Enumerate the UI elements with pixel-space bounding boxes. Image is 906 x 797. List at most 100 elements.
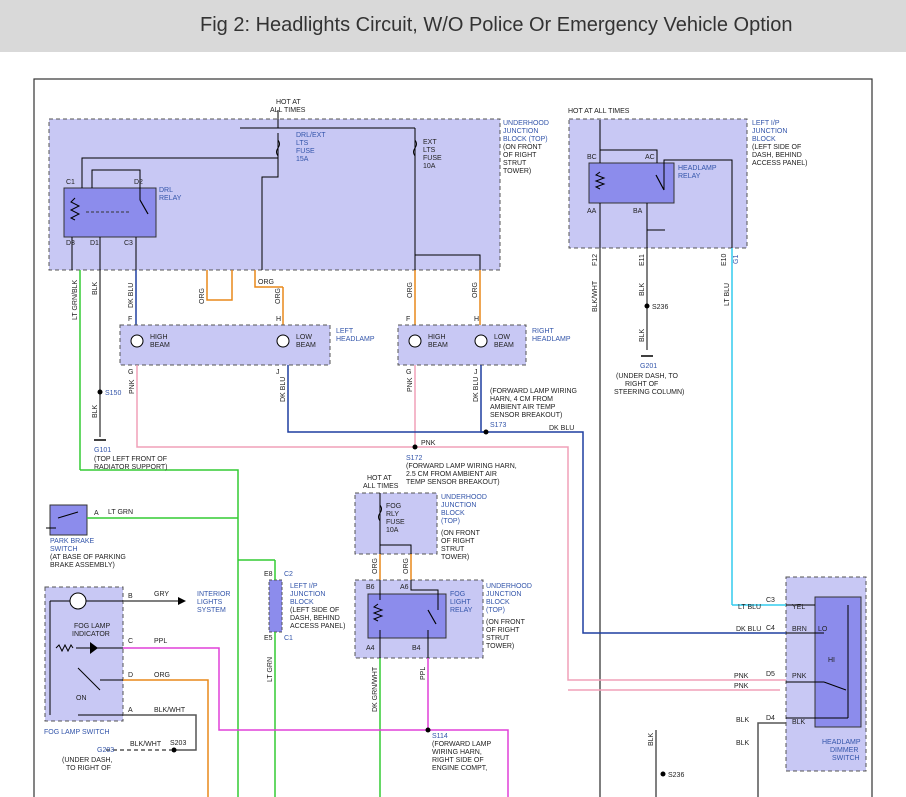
pin-aa: AA: [587, 208, 597, 215]
ground-g203: G203: [97, 747, 114, 754]
dimmer-lo: LO: [818, 626, 828, 633]
fog-switch-on: ON: [76, 695, 87, 702]
fog-lamp-switch-label: FOG LAMP SWITCH: [44, 729, 110, 736]
wire-lt-grn-blk: LT GRN/BLK: [72, 279, 79, 320]
pin-f-left: F: [128, 316, 132, 323]
headlamp-relay-coil-icon: [594, 171, 606, 190]
fog-hot-label-2: ALL TIMES: [363, 483, 399, 490]
fog-switch-contact-icon: [77, 667, 101, 691]
wire-pnk-5: PNK: [734, 683, 749, 690]
s172-location: (FORWARD LAMP WIRING HARN,2.5 CM FROM AM…: [406, 463, 517, 486]
pin-bc: BC: [587, 154, 597, 161]
wire-org-4: ORG: [407, 282, 414, 298]
left-low-beam-bulb-icon: [276, 334, 290, 348]
pin-e8: E8: [264, 571, 273, 578]
ground-g201: G201: [640, 363, 657, 370]
wire-lt-blu: LT BLU: [724, 283, 731, 306]
wire-lt-grn: LT GRN: [108, 509, 133, 516]
pin-g-right: G: [406, 369, 411, 376]
splice-s236b: S236: [668, 772, 684, 779]
wire-dk-blu-3: DK BLU: [473, 377, 480, 402]
pin-ba: BA: [633, 208, 643, 215]
wire-dk-blu: DK BLU: [128, 283, 135, 308]
ground-g203-location: (UNDER DASH,TO RIGHT OF: [62, 757, 113, 772]
splice-s236: S236: [652, 304, 668, 311]
pin-c3-dimmer: C3: [766, 597, 775, 604]
wire-lt-grn-2: LT GRN: [267, 657, 274, 682]
pin-h-left: H: [276, 316, 281, 323]
pin-d2: D2: [134, 179, 143, 186]
splice-s114-icon: [425, 727, 431, 733]
fog-indicator-bulb-icon: [69, 592, 87, 610]
pin-c3: C3: [124, 240, 133, 247]
pin-f-right: F: [406, 316, 410, 323]
pin-a-fog: A: [128, 707, 133, 714]
wire-pnk-4: PNK: [734, 673, 749, 680]
headlamp-relay-contact-icon: [655, 174, 665, 191]
wire-gry: GRY: [154, 591, 169, 598]
pin-f12: F12: [592, 254, 599, 266]
hot-label: HOT AT: [276, 99, 301, 106]
right-low-beam-bulb-icon: [474, 334, 488, 348]
wire-blk: BLK: [92, 281, 99, 295]
title-bar: Fig 2: Headlights Circuit, W/O Police Or…: [0, 0, 906, 52]
wire-lt-blu-2: LT BLU: [738, 604, 761, 611]
pin-a-park: A: [94, 510, 99, 517]
dimmer-wire-blk: BLK: [792, 719, 806, 726]
wire-blk-2: BLK: [639, 282, 646, 296]
wire-pnk-2: PNK: [407, 377, 414, 392]
pin-j-left: J: [276, 369, 280, 376]
pin-g-left: G: [128, 369, 133, 376]
pin-c1: C1: [66, 179, 75, 186]
fog-fuse-icon: [378, 504, 382, 522]
pin-b6: B6: [366, 584, 375, 591]
page-title: Fig 2: Headlights Circuit, W/O Police Or…: [200, 14, 793, 36]
wire-blk-7: BLK: [648, 732, 655, 746]
ext-lts-fuse-icon: [413, 139, 417, 157]
wire-ppl: PPL: [420, 667, 427, 680]
fog-relay-coil-icon: [372, 603, 384, 622]
ground-g101: G101: [94, 447, 111, 454]
fog-fuse-junction-block: [354, 492, 438, 555]
wire-org-6: ORG: [372, 558, 379, 574]
hot-all-times-label: HOT AT ALL TIMES: [568, 108, 630, 115]
pin-d5-dimmer: D5: [766, 671, 775, 678]
dimmer-switch-body: [814, 596, 862, 728]
fog-lamp-switch: [44, 586, 124, 722]
wire-org-2: ORG: [258, 279, 274, 286]
wire-dk-blu-4: DK BLU: [549, 425, 574, 432]
pin-j-right: J: [474, 369, 478, 376]
splice-s173: S173: [490, 422, 506, 429]
drl-relay-coil-icon: [69, 197, 81, 221]
wire-org-5: ORG: [472, 282, 479, 298]
pin-d1: D1: [90, 240, 99, 247]
drl-relay-contact-icon: [139, 199, 149, 215]
connector-c2: C2: [284, 571, 293, 578]
splice-s236b-icon: [660, 771, 666, 777]
pin-d3: D3: [66, 240, 75, 247]
left-headlamp: [119, 324, 331, 366]
wire-blk-3: BLK: [639, 328, 646, 342]
wire-pnk-1: PNK: [129, 379, 136, 394]
dimmer-contact-icon: [823, 681, 847, 691]
